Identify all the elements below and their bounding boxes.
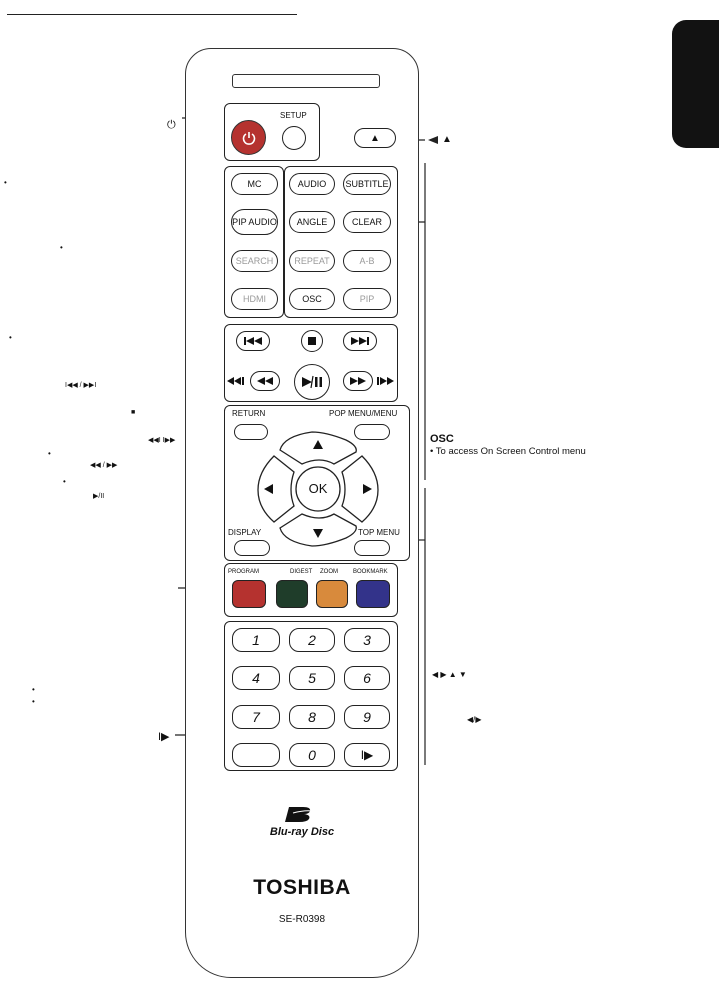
clear-button[interactable]: CLEAR <box>343 211 391 233</box>
zoom-button[interactable] <box>316 580 348 608</box>
search-callout-symbols: ◀◀ / ▶▶ <box>90 462 118 469</box>
setup-label: SETUP <box>280 111 307 120</box>
bullet-2: • <box>60 243 63 252</box>
language-tab <box>672 20 719 148</box>
slow-reverse-icon <box>227 377 244 385</box>
play-pause-button[interactable] <box>294 364 330 400</box>
function-panel-right <box>284 166 398 318</box>
zoom-label: ZOOM <box>320 569 338 575</box>
power-panel <box>224 103 320 161</box>
number-4-button[interactable]: 4 <box>232 666 280 690</box>
angle-button[interactable]: ANGLE <box>289 211 335 233</box>
power-icon <box>242 131 255 145</box>
eject-callout-symbol: ▲ <box>442 134 452 145</box>
power-button[interactable] <box>231 120 266 155</box>
model-number: SE-R0398 <box>278 914 326 925</box>
bluray-disc-icon <box>285 807 320 822</box>
display-label: DISPLAY <box>228 528 262 537</box>
return-label: RETURN <box>232 409 266 418</box>
skip-back-icon <box>244 337 262 345</box>
subtitle-button[interactable]: SUBTITLE <box>343 173 391 195</box>
number-1-button[interactable]: 1 <box>232 628 280 652</box>
eject-button[interactable]: ▲ <box>354 128 396 148</box>
osc-button[interactable]: OSC <box>289 288 335 310</box>
number-pad-panel <box>224 621 398 771</box>
digest-label: DIGEST <box>290 569 313 575</box>
rewind-button[interactable] <box>250 371 280 391</box>
audio-button[interactable]: AUDIO <box>289 173 335 195</box>
step-callout-symbol: I▶ <box>158 731 170 743</box>
osc-callout-title: OSC <box>430 433 454 445</box>
number-3-button[interactable]: 3 <box>344 628 390 652</box>
topmenu-button[interactable] <box>354 540 390 556</box>
number-2-button[interactable]: 2 <box>289 628 335 652</box>
rewind-icon <box>257 377 273 385</box>
fast-forward-button[interactable] <box>343 371 373 391</box>
stop-button[interactable] <box>301 330 323 352</box>
skip-back-button[interactable] <box>236 331 270 351</box>
transport-panel <box>224 324 398 402</box>
topmenu-label: TOP MENU <box>358 528 400 537</box>
digest-button[interactable] <box>276 580 308 608</box>
step-button[interactable]: I▶ <box>344 743 390 767</box>
repeat-button[interactable]: REPEAT <box>289 250 335 272</box>
play-pause-icon <box>302 375 322 389</box>
skip-callout-symbols: I◀◀ / ▶▶I <box>65 382 97 389</box>
stop-callout-symbol: ■ <box>131 409 136 416</box>
skip-forward-button[interactable] <box>343 331 377 351</box>
bullet-1: • <box>4 178 7 187</box>
bullet-3: • <box>9 333 12 342</box>
number-9-button[interactable]: 9 <box>344 705 390 729</box>
brand-logo: TOSHIBA <box>253 876 351 899</box>
color-panel <box>224 563 398 617</box>
setup-button[interactable] <box>282 126 306 150</box>
a-b-button[interactable]: A-B <box>343 250 391 272</box>
display-button[interactable] <box>234 540 270 556</box>
bullet-7: • <box>32 697 35 706</box>
play-callout-symbol: ▶/II <box>93 493 105 500</box>
ok-button[interactable]: OK <box>308 481 328 496</box>
bluray-logo-text: Blu-ray Disc <box>269 826 335 838</box>
program-button[interactable] <box>232 580 266 608</box>
pip-audio-button[interactable]: PIP AUDIO <box>231 209 278 235</box>
hdmi-button[interactable]: HDMI <box>231 288 278 310</box>
number-6-button[interactable]: 6 <box>344 666 390 690</box>
direction-pad[interactable] <box>254 428 386 550</box>
navigation-panel <box>224 405 410 561</box>
arrows-callout-symbol: ◀ ▶ ▲ ▼ <box>432 670 467 679</box>
ir-window <box>232 74 380 88</box>
left-right-callout-symbol: ◀/▶ <box>467 715 482 724</box>
blank-button[interactable] <box>232 743 280 767</box>
number-8-button[interactable]: 8 <box>289 705 335 729</box>
number-0-button[interactable]: 0 <box>289 743 335 767</box>
popmenu-label: POP MENU/MENU <box>329 409 398 418</box>
bullet-4: • <box>48 449 51 458</box>
number-7-button[interactable]: 7 <box>232 705 280 729</box>
bookmark-button[interactable] <box>356 580 390 608</box>
header-rule <box>7 14 297 15</box>
program-label: PROGRAM <box>228 569 260 575</box>
popmenu-button[interactable] <box>354 424 390 440</box>
slow-callout-symbols: ◀◀I I▶▶ <box>148 437 176 444</box>
skip-forward-icon <box>351 337 369 345</box>
bullet-6: • <box>32 685 35 694</box>
stop-icon <box>308 337 316 345</box>
search-button[interactable]: SEARCH <box>231 250 278 272</box>
osc-callout-desc: • To access On Screen Control menu <box>430 446 586 457</box>
pip-button[interactable]: PIP <box>343 288 391 310</box>
fast-forward-icon <box>350 377 366 385</box>
power-callout-symbol: ⏻ <box>167 119 176 131</box>
mc-button[interactable]: MC <box>231 173 278 195</box>
function-panel-left <box>224 166 284 318</box>
slow-forward-icon <box>377 377 394 385</box>
bullet-5: • <box>63 477 66 486</box>
number-5-button[interactable]: 5 <box>289 666 335 690</box>
return-button[interactable] <box>234 424 268 440</box>
bookmark-label: BOOKMARK <box>353 569 388 575</box>
